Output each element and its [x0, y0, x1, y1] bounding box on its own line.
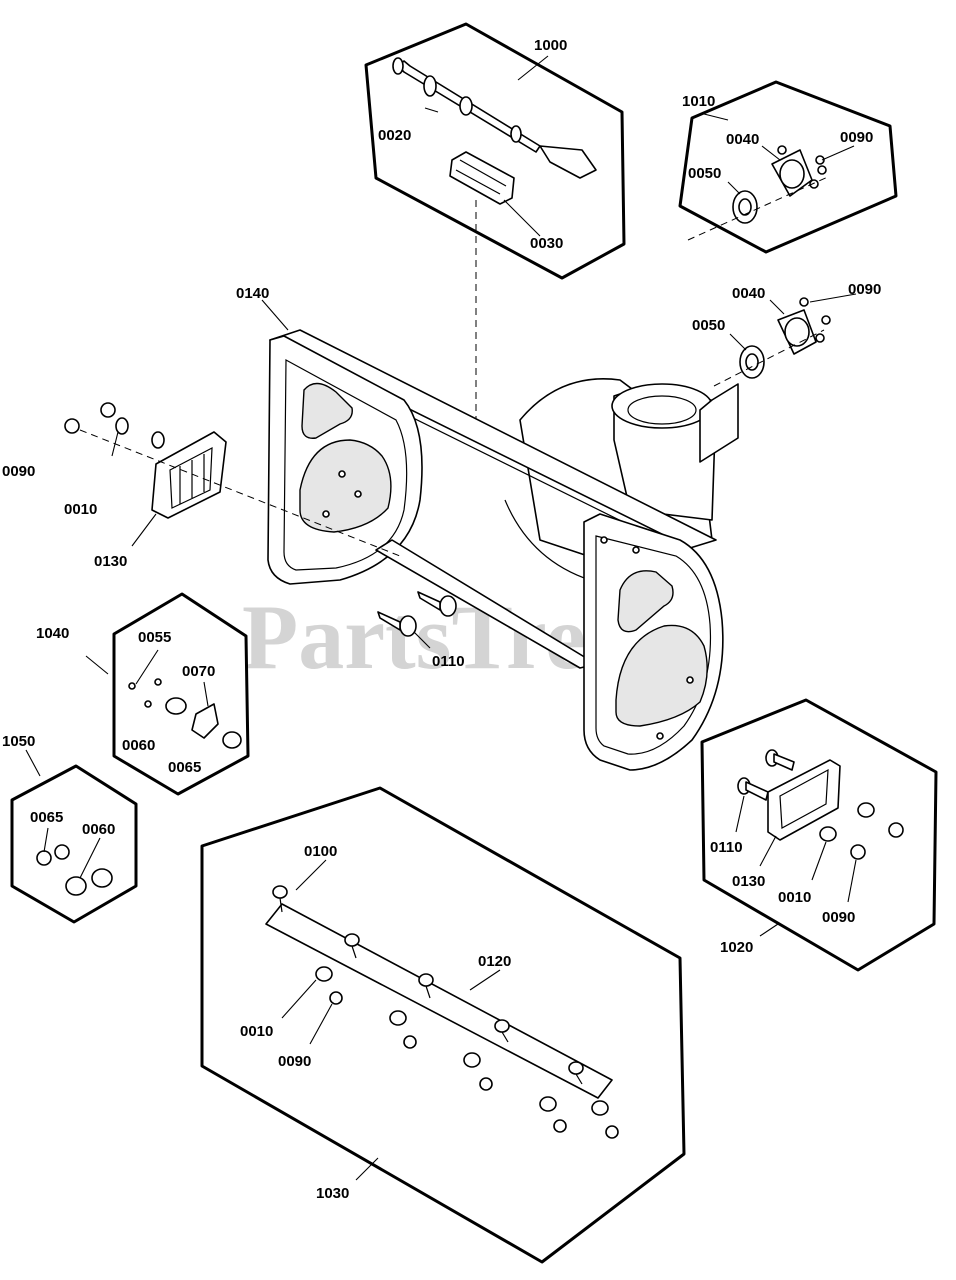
- kit-1030-frame: [200, 786, 686, 1264]
- kit-1020-frame: [700, 698, 938, 972]
- callout-0130-left: 0130: [94, 553, 127, 570]
- axis-left-skid: [79, 429, 401, 557]
- leader-0070: [203, 681, 209, 707]
- callout-0055: 0055: [138, 629, 171, 646]
- callout-0010-kit1030: 0010: [240, 1023, 273, 1040]
- kit-1050-parts: [36, 844, 113, 896]
- leader-0010-kit1020: [811, 841, 827, 881]
- carriage-bolts-0110: [377, 591, 457, 637]
- callout-0090-left: 0090: [2, 463, 35, 480]
- leader-0090-main: [809, 293, 857, 303]
- callout-0065-kit1050: 0065: [30, 809, 63, 826]
- callout-0010-kit1020: 0010: [778, 889, 811, 906]
- left-skid-parts: [64, 402, 227, 519]
- leader-0050-main: [729, 333, 747, 351]
- leader-0040-kit: [761, 145, 781, 161]
- callout-0050-main: 0050: [692, 317, 725, 334]
- callout-0090-kit1010: 0090: [840, 129, 873, 146]
- callout-0140: 0140: [236, 285, 269, 302]
- leader-1000: [517, 55, 549, 81]
- leader-0130-left: [131, 513, 157, 547]
- leader-0010-kit1030: [281, 979, 317, 1019]
- leader-0020: [424, 107, 439, 113]
- callout-0100: 0100: [304, 843, 337, 860]
- callout-0110-kit1020: 0110: [710, 839, 743, 856]
- group-label-1040: 1040: [36, 625, 69, 642]
- group-label-1000: 1000: [534, 37, 567, 54]
- group-label-1030: 1030: [316, 1185, 349, 1202]
- kit-1040-parts: [128, 678, 242, 749]
- leader-0110-main: [413, 631, 431, 649]
- callout-0060-kit1050: 0060: [82, 821, 115, 838]
- leader-0100: [295, 859, 327, 891]
- leader-1050: [25, 749, 41, 777]
- auger-housing: [267, 329, 739, 771]
- leader-0010-left: [111, 431, 119, 457]
- callout-0050-kit1010: 0050: [688, 165, 721, 182]
- leader-0130-kit1020: [759, 835, 777, 867]
- leader-0060-kit1050: [79, 837, 101, 879]
- leader-0090-kit1030: [309, 1003, 333, 1045]
- kit-1040-frame: [112, 592, 250, 796]
- leader-1020: [759, 923, 779, 937]
- leader-1040: [85, 655, 109, 675]
- callout-0110-main: 0110: [432, 653, 465, 670]
- leader-0090-kit1020: [847, 859, 857, 903]
- kit-1010-parts: [732, 145, 827, 224]
- callout-0040-kit1010: 0040: [726, 131, 759, 148]
- callout-0020: 0020: [378, 127, 411, 144]
- callout-0010-left: 0010: [64, 501, 97, 518]
- axis-right-bearing: [713, 329, 825, 387]
- leader-0030: [503, 199, 541, 237]
- leader-0140: [261, 299, 289, 331]
- callout-0120: 0120: [478, 953, 511, 970]
- callout-0130-kit1020: 0130: [732, 873, 765, 890]
- group-label-1010: 1010: [682, 93, 715, 110]
- callout-0040-main: 0040: [732, 285, 765, 302]
- leader-0055: [135, 649, 159, 685]
- callout-0060-kit1040: 0060: [122, 737, 155, 754]
- kit-1050-frame: [10, 764, 138, 924]
- callout-0065-kit1040: 0065: [168, 759, 201, 776]
- kit-1020-parts: [737, 749, 904, 860]
- callout-0090-kit1020: 0090: [822, 909, 855, 926]
- leader-0110-kit1020: [735, 795, 745, 833]
- axis-1010: [687, 175, 831, 241]
- callout-0070: 0070: [182, 663, 215, 680]
- leader-0090-kit: [821, 145, 855, 161]
- kit-1030-parts: [265, 885, 619, 1139]
- leader-1030: [355, 1157, 379, 1181]
- callout-0030: 0030: [530, 235, 563, 252]
- leader-0065-kit1050: [43, 827, 49, 853]
- kit-1000-parts: [392, 57, 597, 205]
- callout-0090-kit1030: 0090: [278, 1053, 311, 1070]
- right-bearing-parts: [739, 297, 831, 379]
- group-label-1020: 1020: [720, 939, 753, 956]
- group-label-1050: 1050: [2, 733, 35, 750]
- leader-0050-kit: [727, 181, 741, 195]
- leader-0040-main: [769, 299, 785, 315]
- leader-1010: [703, 113, 729, 121]
- callout-0090-main: 0090: [848, 281, 881, 298]
- leader-0120: [469, 969, 501, 991]
